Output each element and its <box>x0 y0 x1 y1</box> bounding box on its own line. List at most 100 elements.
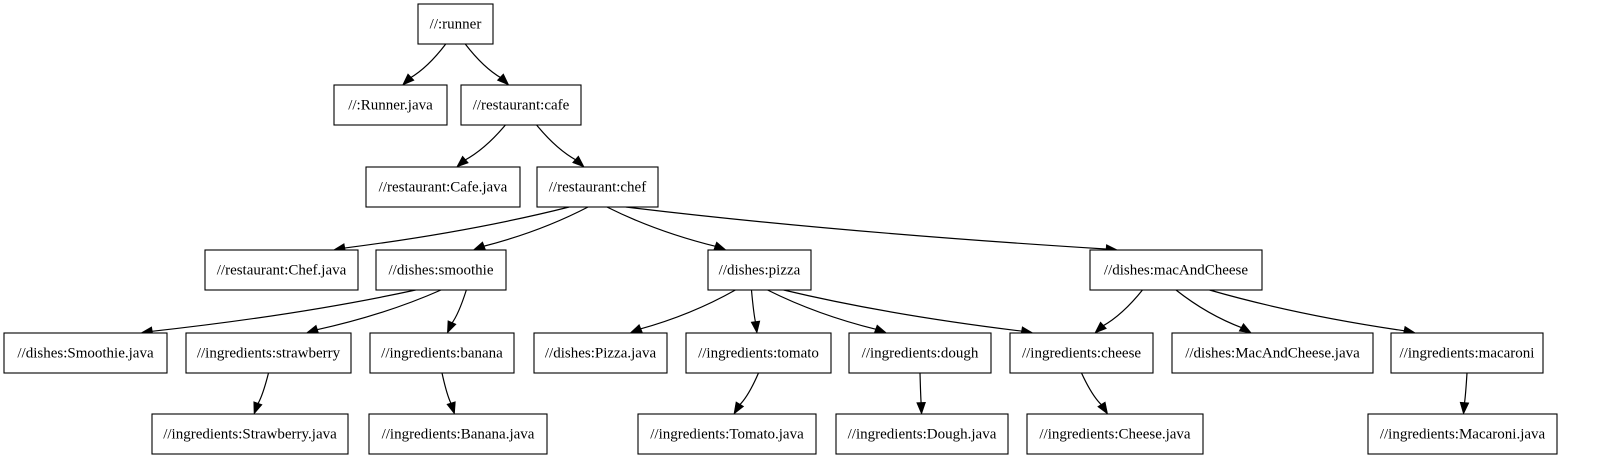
node-label: //ingredients:Cheese.java <box>1039 426 1191 442</box>
edge-arrowhead <box>456 155 469 168</box>
node-label: //ingredients:Tomato.java <box>650 426 804 442</box>
graph-node-ing-banana[interactable]: //ingredients:banana <box>369 332 515 374</box>
edge-line <box>441 372 453 405</box>
graph-edge-dishes-macandcheese-to-ing-cheese <box>1094 289 1143 334</box>
graph-edge-dishes-macandcheese-to-macandcheese-java <box>1175 289 1252 334</box>
node-box[interactable] <box>3 332 168 374</box>
edge-arrowhead <box>916 402 926 415</box>
graph-edge-ing-dough-to-dough-java <box>916 372 926 415</box>
node-label: //ingredients:macaroni <box>1400 345 1535 361</box>
node-label: //restaurant:chef <box>549 179 646 195</box>
graph-node-dishes-pizza[interactable]: //dishes:pizza <box>707 249 812 291</box>
node-label: //restaurant:Cafe.java <box>379 179 508 195</box>
graph-node-smoothie-java[interactable]: //dishes:Smoothie.java <box>3 332 168 374</box>
node-box[interactable] <box>1367 413 1558 455</box>
edge-line <box>1080 372 1103 407</box>
edge-arrowhead <box>253 401 263 415</box>
graph-node-ing-strawberry[interactable]: //ingredients:strawberry <box>185 332 352 374</box>
graph-node-ing-cheese[interactable]: //ingredients:cheese <box>1009 332 1154 374</box>
graph-node-restaurant-chef[interactable]: //restaurant:chef <box>536 166 659 208</box>
edge-arrowhead <box>402 73 415 86</box>
node-box[interactable] <box>848 332 992 374</box>
edge-line <box>1209 289 1406 332</box>
node-box[interactable] <box>707 249 812 291</box>
node-box[interactable] <box>536 166 659 208</box>
edge-line <box>256 372 270 405</box>
node-label: //ingredients:cheese <box>1022 345 1141 361</box>
graph-edge-dishes-smoothie-to-ing-strawberry <box>305 289 442 335</box>
node-box[interactable] <box>460 84 582 126</box>
graph-node-runner[interactable]: //:runner <box>417 3 494 45</box>
edge-line <box>738 372 760 406</box>
edge-line <box>343 206 570 249</box>
node-box[interactable] <box>417 3 494 45</box>
node-box[interactable] <box>375 249 507 291</box>
graph-node-runner-java[interactable]: //:Runner.java <box>333 84 448 126</box>
graph-node-pizza-java[interactable]: //dishes:Pizza.java <box>533 332 668 374</box>
node-label: //dishes:pizza <box>719 262 801 278</box>
graph-node-dough-java[interactable]: //ingredients:Dough.java <box>835 413 1009 455</box>
node-box[interactable] <box>151 413 349 455</box>
graph-node-strawberry-java[interactable]: //ingredients:Strawberry.java <box>151 413 349 455</box>
edge-arrowhead <box>572 155 585 168</box>
graph-node-ing-dough[interactable]: //ingredients:dough <box>848 332 992 374</box>
edge-arrowhead <box>472 241 487 251</box>
graph-edge-restaurant-chef-to-chef-java <box>332 206 570 253</box>
graph-edge-restaurant-cafe-to-cafe-java <box>456 124 506 168</box>
node-box[interactable] <box>835 413 1009 455</box>
graph-edge-ing-cheese-to-cheese-java <box>1080 372 1109 415</box>
edge-line <box>1463 372 1468 405</box>
edge-line <box>450 289 467 325</box>
graph-edge-runner-to-runner-java <box>402 43 447 86</box>
node-box[interactable] <box>1026 413 1204 455</box>
node-box[interactable] <box>1089 249 1263 291</box>
edge-arrowhead <box>629 324 643 334</box>
node-box[interactable] <box>685 332 832 374</box>
graph-edge-restaurant-chef-to-dishes-macandcheese <box>625 206 1119 254</box>
edge-arrowhead <box>750 320 761 334</box>
edge-line <box>1175 289 1243 329</box>
edge-arrowhead <box>446 401 456 415</box>
node-box[interactable] <box>1009 332 1154 374</box>
node-label: //dishes:MacAndCheese.java <box>1185 345 1360 361</box>
node-box[interactable] <box>1171 332 1374 374</box>
node-label: //:runner <box>430 16 482 32</box>
node-box[interactable] <box>333 84 448 126</box>
graph-edge-runner-to-restaurant-cafe <box>464 43 510 86</box>
node-box[interactable] <box>369 332 515 374</box>
node-label: //:Runner.java <box>348 97 433 113</box>
graph-node-macandcheese-java[interactable]: //dishes:MacAndCheese.java <box>1171 332 1374 374</box>
graph-node-dishes-macandcheese[interactable]: //dishes:macAndCheese <box>1089 249 1263 291</box>
node-box[interactable] <box>365 166 521 208</box>
node-box[interactable] <box>204 249 359 291</box>
node-box[interactable] <box>637 413 817 455</box>
graph-node-ing-tomato[interactable]: //ingredients:tomato <box>685 332 832 374</box>
node-box[interactable] <box>185 332 352 374</box>
graph-node-cheese-java[interactable]: //ingredients:Cheese.java <box>1026 413 1204 455</box>
node-box[interactable] <box>533 332 668 374</box>
edge-arrowhead <box>733 401 745 415</box>
edge-line <box>150 289 416 333</box>
node-label: //ingredients:Strawberry.java <box>163 426 337 442</box>
edge-line <box>639 289 736 330</box>
node-label: //dishes:Smoothie.java <box>17 345 154 361</box>
node-box[interactable] <box>368 413 548 455</box>
graph-node-tomato-java[interactable]: //ingredients:Tomato.java <box>637 413 817 455</box>
node-layer: //:runner //:Runner.java //restaurant:cafe… <box>3 3 1558 455</box>
graph-edge-dishes-macandcheese-to-ing-macaroni <box>1209 289 1417 336</box>
node-box[interactable] <box>1390 332 1544 374</box>
edge-line <box>482 206 589 248</box>
graph-node-chef-java[interactable]: //restaurant:Chef.java <box>204 249 359 291</box>
edge-arrowhead <box>713 241 727 251</box>
graph-node-restaurant-cafe[interactable]: //restaurant:cafe <box>460 84 582 126</box>
edge-arrowhead <box>305 324 320 335</box>
edge-line <box>625 206 1108 250</box>
graph-node-dishes-smoothie[interactable]: //dishes:smoothie <box>375 249 507 291</box>
graph-node-banana-java[interactable]: //ingredients:Banana.java <box>368 413 548 455</box>
node-label: //dishes:Pizza.java <box>545 345 657 361</box>
graph-node-cafe-java[interactable]: //restaurant:Cafe.java <box>365 166 521 208</box>
graph-node-macaroni-java[interactable]: //ingredients:Macaroni.java <box>1367 413 1558 455</box>
graph-node-ing-macaroni[interactable]: //ingredients:macaroni <box>1390 332 1544 374</box>
edge-arrowhead <box>447 320 457 334</box>
